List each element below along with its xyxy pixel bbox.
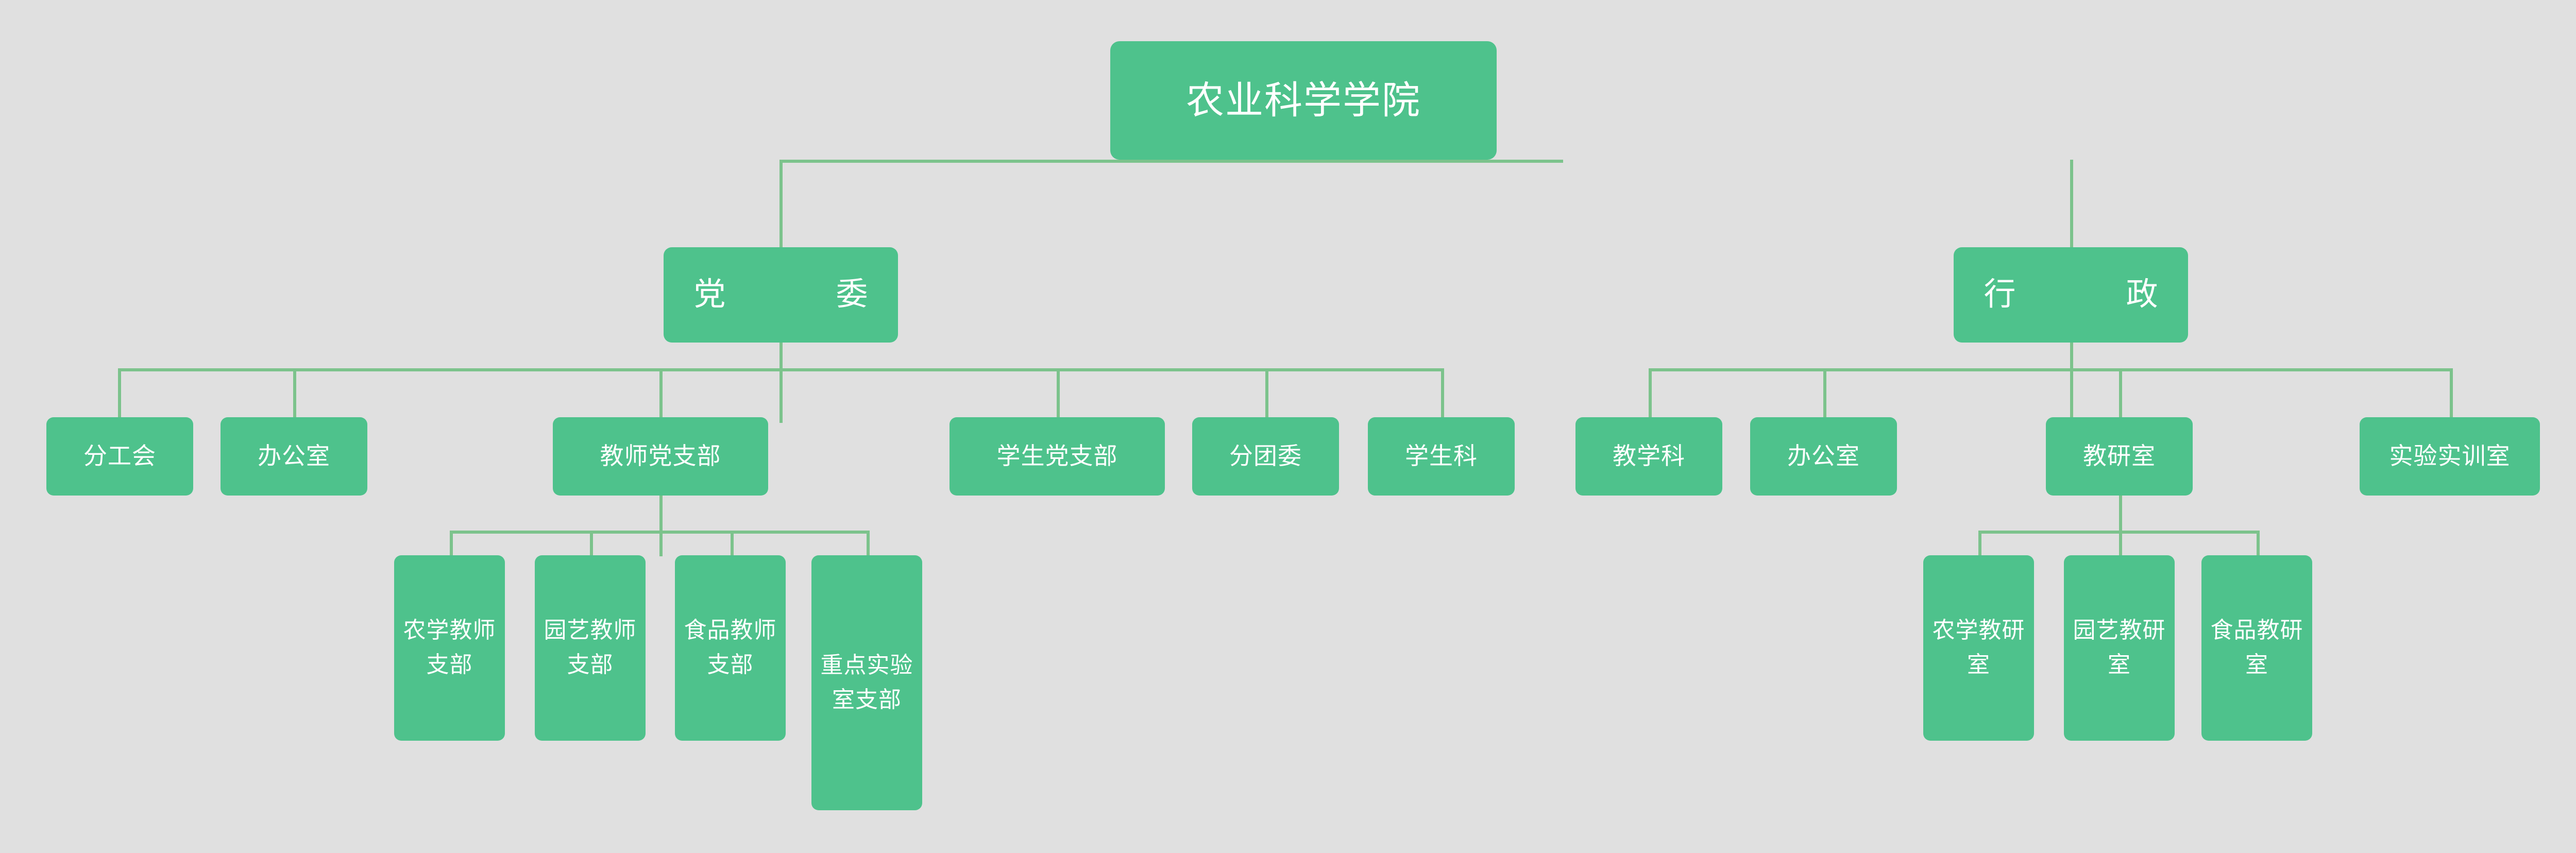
node-yuanyi-jiaoshi-zhibu[interactable]: 园艺教师支部 (535, 555, 646, 741)
node-root[interactable]: 农业科学学院 (1110, 41, 1497, 160)
node-yuanyi-jiaoyanshi[interactable]: 园艺教研室 (2064, 555, 2175, 741)
connector-drop-zhongdian (867, 531, 870, 574)
connector-jiaoshidang-bus (450, 531, 870, 534)
connector-drop-shipindang (731, 531, 734, 574)
node-jiaoxueke[interactable]: 教学科 (1575, 417, 1722, 496)
node-shipin-jiaoshi-zhibu[interactable]: 食品教师支部 (675, 555, 786, 741)
node-nongxue-jiaoshi-zhibu[interactable]: 农学教师支部 (394, 555, 505, 741)
connector-drop-jiaoxueke (1649, 368, 1652, 420)
connector-dangwei-stem (779, 340, 783, 423)
connector-drop-xueshengke (1441, 368, 1444, 420)
connector-drop-nongxuedang (450, 531, 453, 574)
node-xingzheng[interactable]: 行 政 (1954, 247, 2188, 343)
connector-drop-bangongshi1 (293, 368, 296, 420)
connector-jiaoshidang-stem (659, 494, 663, 556)
connector-drop-xingzheng (2070, 160, 2073, 258)
connector-xingzheng-bus (1649, 368, 2450, 371)
node-shipin-jiaoyanshi[interactable]: 食品教研室 (2201, 555, 2312, 741)
node-fentuanwei[interactable]: 分团委 (1192, 417, 1339, 496)
node-zhongdian-shiyanshi-zhibu[interactable]: 重点实验室支部 (811, 555, 922, 810)
node-nongxue-jiaoyanshi[interactable]: 农学教研室 (1923, 555, 2034, 741)
node-jiaoyanshi[interactable]: 教研室 (2046, 417, 2193, 496)
connector-drop-shiyanshixun (2450, 368, 2453, 420)
node-bangongshi-xingzheng[interactable]: 办公室 (1750, 417, 1897, 496)
connector-drop-bangongshi2 (1823, 368, 1826, 420)
node-jiaoshidangzhibu[interactable]: 教师党支部 (553, 417, 768, 496)
connector-drop-jiaoshidang (659, 368, 663, 420)
node-fengonghui[interactable]: 分工会 (46, 417, 193, 496)
connector-drop-xueshengdang (1057, 368, 1060, 420)
connector-drop-yuanyiyan (2119, 531, 2122, 574)
connector-drop-fengonghui (118, 368, 121, 420)
connector-dangwei-bus (118, 368, 1441, 371)
connector-jiaoyanshi-stem (2119, 494, 2122, 556)
connector-drop-fentuanwei (1265, 368, 1268, 420)
connector-level2-bus (779, 160, 1563, 163)
connector-drop-jiaoyanshi (2119, 368, 2122, 420)
connector-drop-yuanyidang (590, 531, 593, 574)
connector-drop-shipinyan (2257, 531, 2260, 574)
node-shiyanshixunshi[interactable]: 实验实训室 (2360, 417, 2540, 496)
node-bangongshi-dangwei[interactable]: 办公室 (221, 417, 367, 496)
connector-drop-nongxueyan (1978, 531, 1981, 574)
connector-xingzheng-stem (2070, 340, 2073, 423)
node-xueshengdangzhibu[interactable]: 学生党支部 (950, 417, 1165, 496)
connector-drop-dangwei (779, 160, 783, 258)
node-xueshengke[interactable]: 学生科 (1368, 417, 1515, 496)
node-dangwei[interactable]: 党 委 (664, 247, 898, 343)
